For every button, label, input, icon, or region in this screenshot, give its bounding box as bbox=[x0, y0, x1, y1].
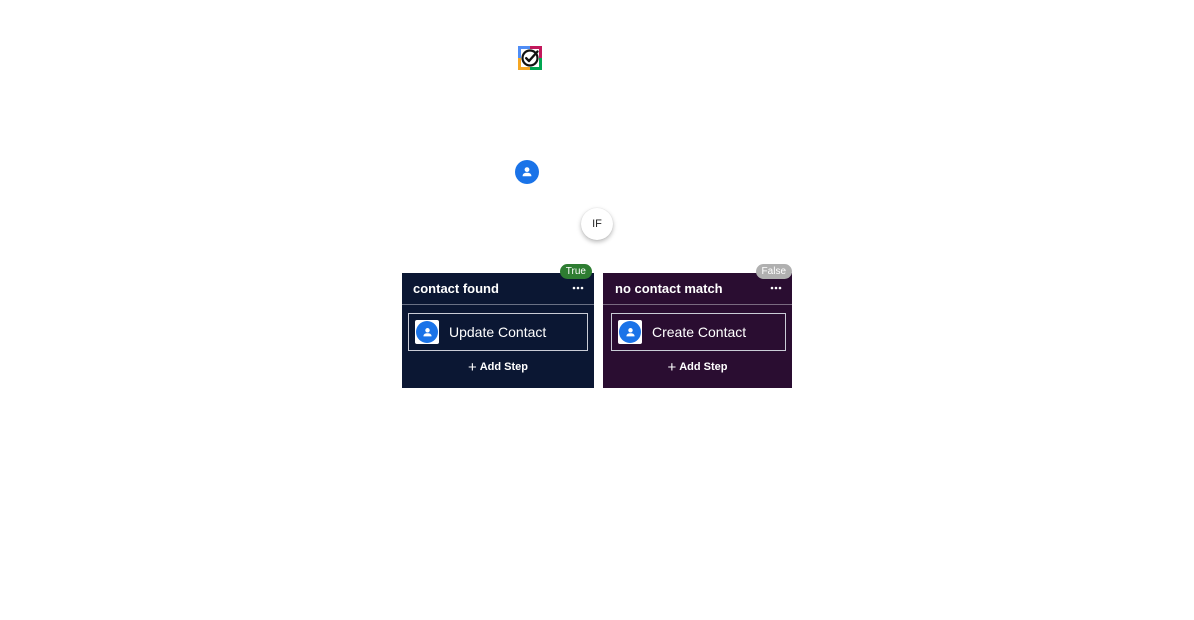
plus-icon: + bbox=[667, 358, 677, 376]
plus-icon: + bbox=[467, 358, 477, 376]
more-horizontal-icon bbox=[770, 286, 782, 290]
branch-title: contact found bbox=[413, 281, 499, 296]
step-card-update-contact[interactable]: Update Contact bbox=[408, 313, 588, 351]
person-icon bbox=[625, 327, 635, 336]
add-step-label: Add Step bbox=[479, 361, 529, 373]
more-horizontal-icon bbox=[572, 286, 584, 290]
step-label: Create Contact bbox=[652, 324, 747, 340]
false-badge: False bbox=[755, 264, 792, 279]
contact-lookup-node[interactable] bbox=[515, 160, 539, 184]
branch-true: True contact found Update Co bbox=[402, 264, 594, 388]
step-card-create-contact[interactable]: Create Contact bbox=[611, 313, 786, 351]
checkmark-logo-icon bbox=[518, 46, 542, 70]
if-label: IF bbox=[592, 218, 602, 230]
branch-title: no contact match bbox=[615, 281, 723, 296]
person-icon bbox=[522, 167, 532, 177]
branch-false: False no contact match Creat bbox=[603, 264, 792, 388]
person-icon bbox=[422, 327, 432, 336]
if-condition-node[interactable]: IF bbox=[581, 208, 613, 240]
branch-header: no contact match bbox=[603, 273, 792, 305]
branch-header: contact found bbox=[402, 273, 594, 305]
true-badge: True bbox=[559, 264, 592, 279]
add-step-label: Add Step bbox=[679, 361, 728, 373]
add-step-button[interactable]: + Add Step bbox=[402, 359, 594, 375]
more-options-button[interactable] bbox=[769, 282, 783, 294]
add-step-button[interactable]: + Add Step bbox=[603, 359, 792, 375]
trigger-node[interactable] bbox=[518, 46, 542, 70]
step-icon bbox=[618, 320, 642, 344]
more-options-button[interactable] bbox=[571, 282, 585, 294]
step-icon bbox=[415, 320, 439, 344]
step-label: Update Contact bbox=[449, 324, 547, 340]
